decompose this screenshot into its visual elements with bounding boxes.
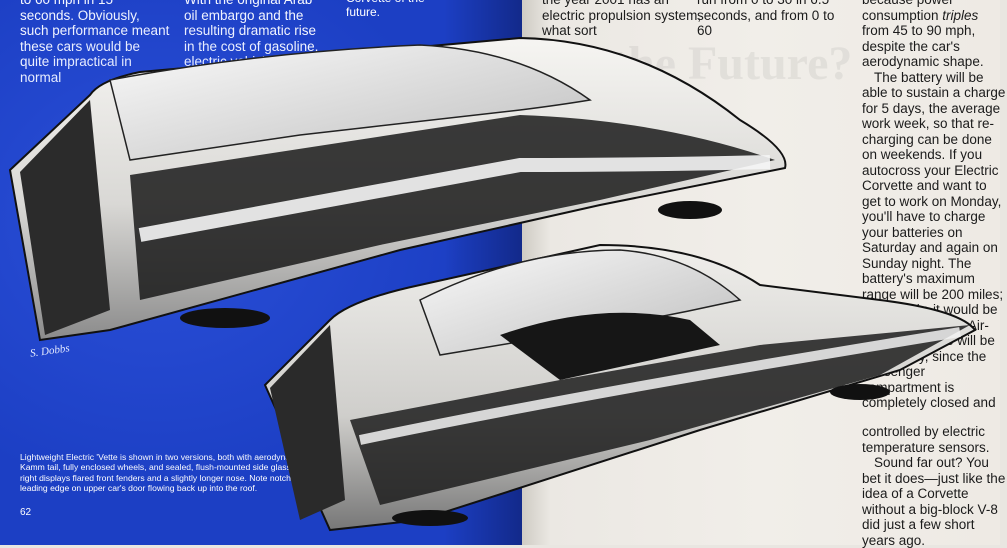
illustration-caption: Lightweight Electric 'Vette is shown in … <box>20 452 320 494</box>
left-column-3-text: Corvette of the future. <box>346 0 425 19</box>
right-column-1-text: the year 2001 has an electric propulsion… <box>542 0 702 39</box>
left-column-1-text: to 60 mph in 15 seconds. Obviously, such… <box>20 0 170 85</box>
right-column-2-text: run from 0 to 30 in 6.5 seconds, and fro… <box>697 0 835 39</box>
upper-car-drawing <box>8 36 787 342</box>
right-column-4-text: controlled by electric temperature senso… <box>862 424 1006 548</box>
lower-car-drawing <box>263 243 977 532</box>
page-number: 62 <box>20 507 32 518</box>
